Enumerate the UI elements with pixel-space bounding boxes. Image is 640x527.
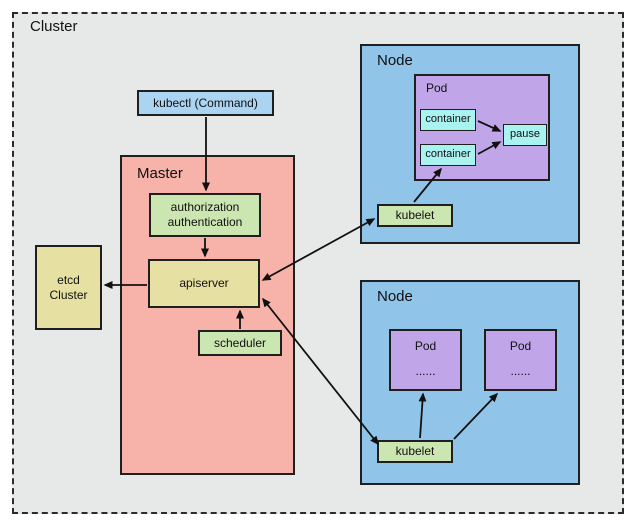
container-box-2: container (420, 144, 476, 166)
apiserver-label: apiserver (179, 276, 229, 290)
container-2-label: container (425, 148, 471, 161)
kubectl-label: kubectl (Command) (153, 95, 258, 110)
etcd-box: etcd Cluster (35, 245, 102, 330)
node-top-label: Node (377, 52, 413, 69)
node-bottom-pod-left: Pod ...... (389, 329, 462, 391)
node-top-kubelet-box: kubelet (377, 204, 453, 227)
scheduler-box: scheduler (198, 330, 282, 356)
pod-right-label: Pod (509, 339, 532, 353)
pod-right-dots: ...... (510, 364, 531, 378)
auth-box: authorization authentication (149, 193, 261, 237)
pause-label: pause (510, 128, 540, 141)
pod-left-dots: ...... (415, 364, 436, 378)
master-label: Master (137, 165, 183, 182)
auth-line2: authentication (167, 215, 243, 229)
pod-left-label: Pod (414, 339, 437, 353)
container-1-label: container (425, 113, 471, 126)
node-bottom-label: Node (377, 288, 413, 305)
pause-box: pause (503, 124, 547, 146)
kubectl-box: kubectl (Command) (137, 90, 274, 116)
auth-line1: authorization (170, 200, 240, 214)
node-bottom-pod-right: Pod ...... (484, 329, 557, 391)
scheduler-label: scheduler (213, 335, 267, 350)
cluster-label: Cluster (30, 18, 78, 35)
node-top-pod-label: Pod (426, 81, 448, 95)
apiserver-box: apiserver (148, 259, 260, 308)
node-bottom-kubelet-box: kubelet (377, 440, 453, 463)
etcd-line2: Cluster (49, 287, 88, 302)
container-box-1: container (420, 109, 476, 131)
etcd-line1: etcd (57, 272, 80, 287)
node-top-kubelet-label: kubelet (395, 208, 435, 222)
node-bottom-kubelet-label: kubelet (395, 444, 435, 458)
